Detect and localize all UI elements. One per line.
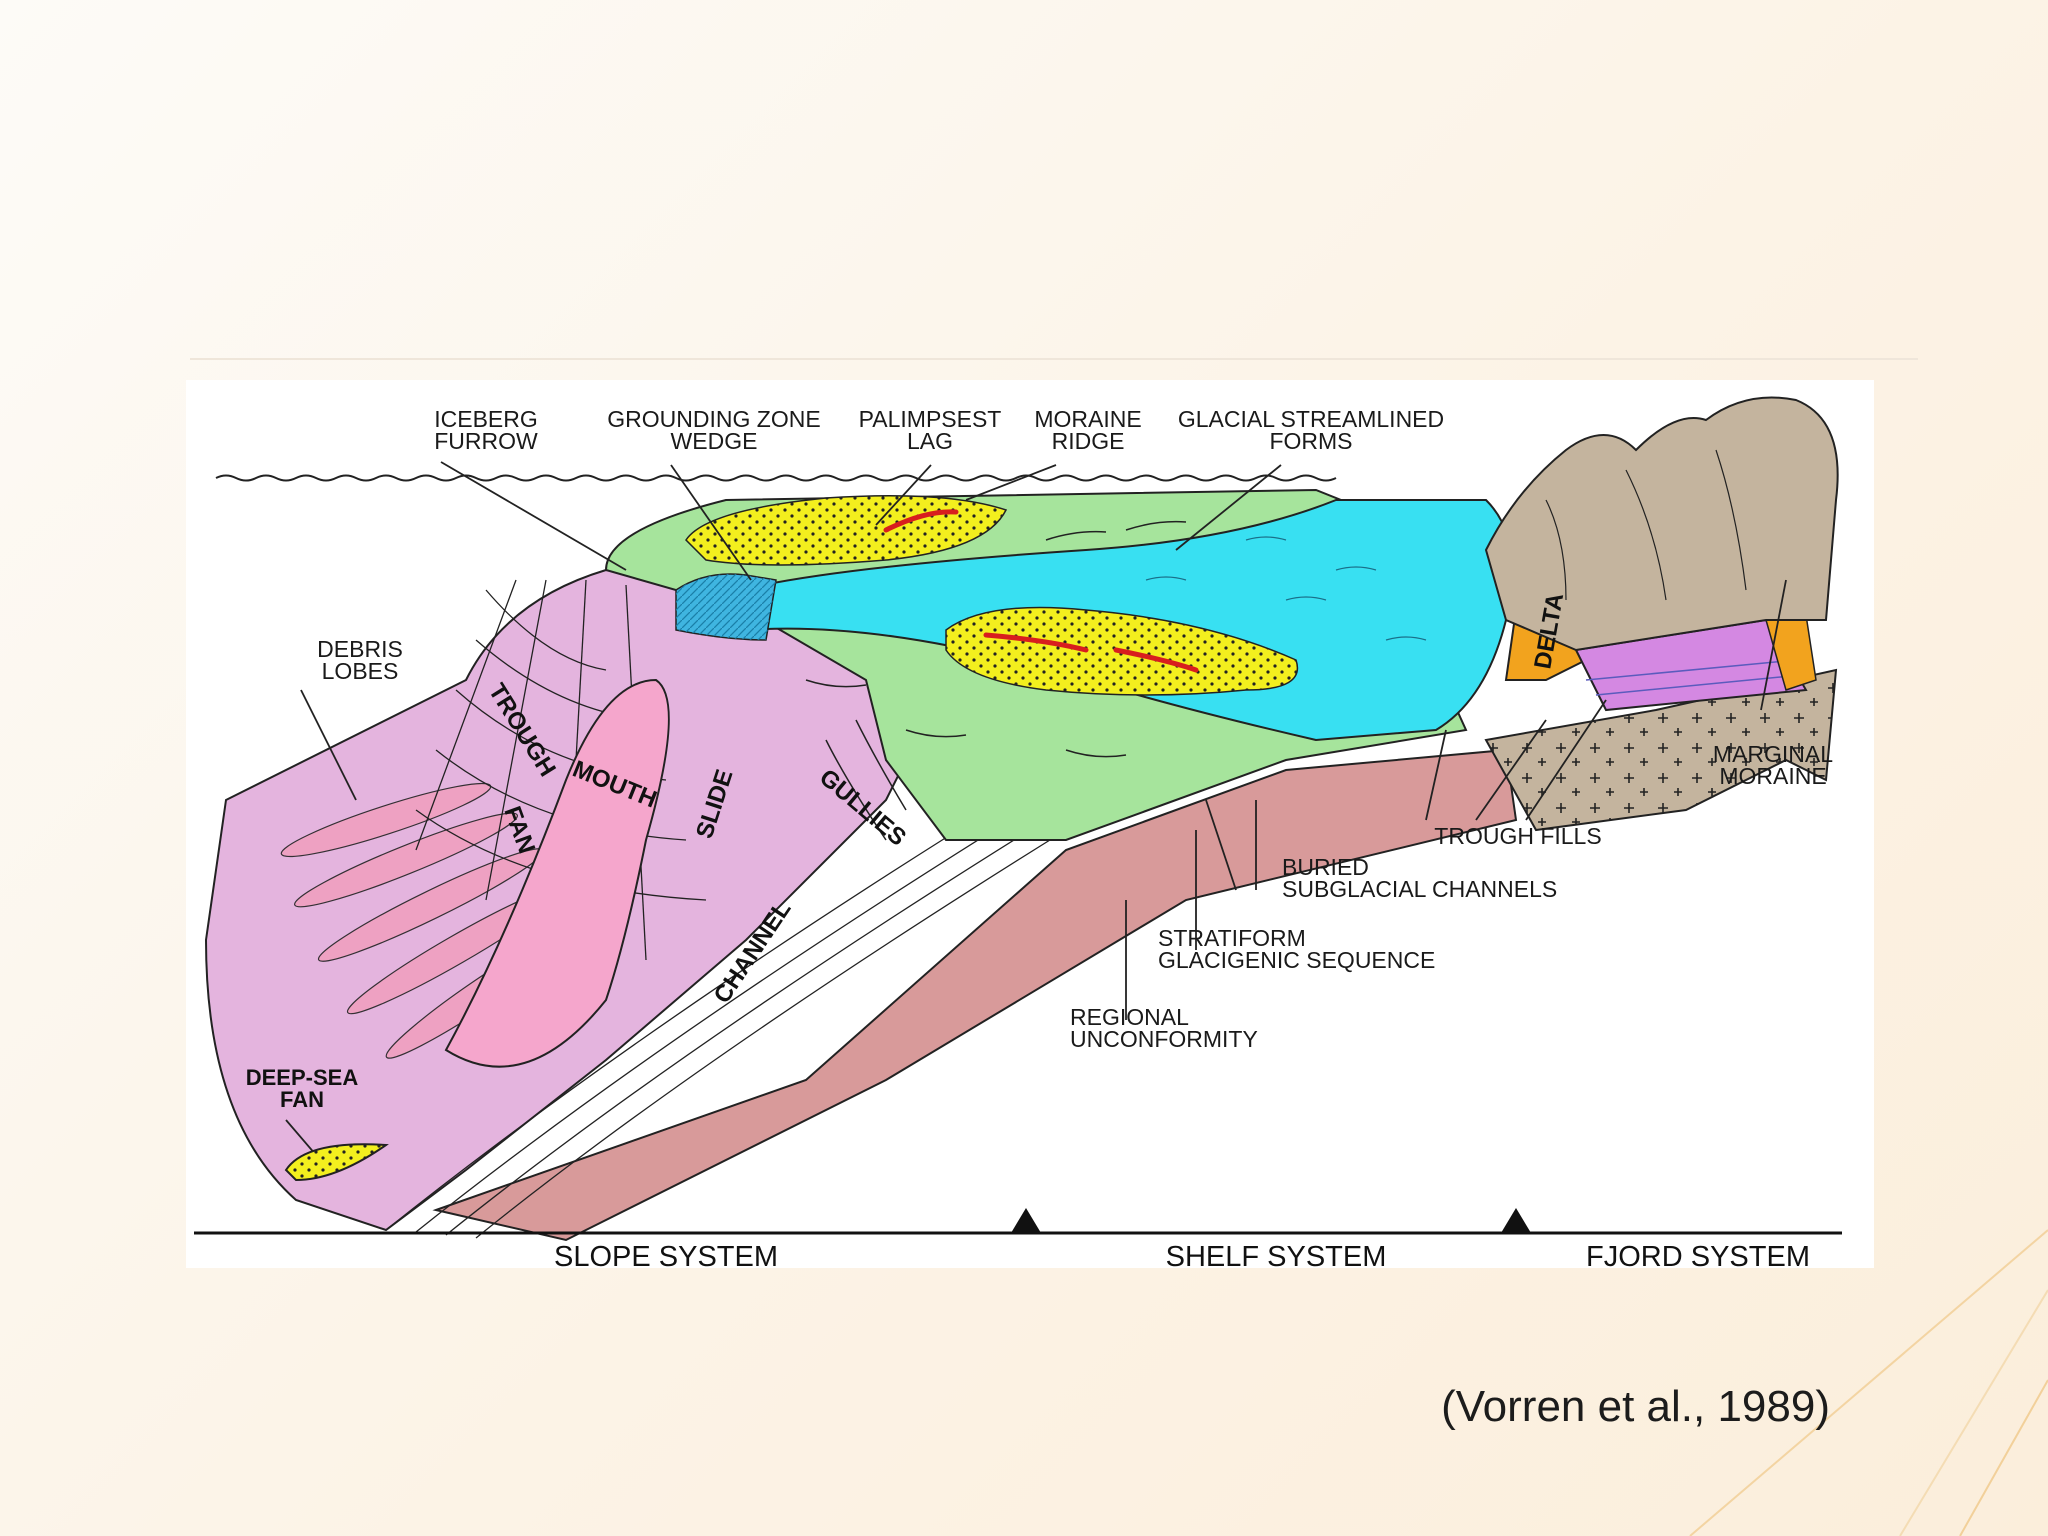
glacial-streamlined-forms bbox=[805, 520, 1187, 758]
slide-feature bbox=[444, 678, 670, 1068]
grounding-zone-hatch bbox=[676, 574, 776, 640]
label-slope-system: SLOPE SYSTEM bbox=[554, 1241, 778, 1268]
label-trough-fills: TROUGH FILLS bbox=[1434, 823, 1601, 849]
label-shelf-system: SHELF SYSTEM bbox=[1166, 1241, 1387, 1268]
label-fjord-system: FJORD SYSTEM bbox=[1586, 1241, 1810, 1268]
system-divider-marker bbox=[1011, 1208, 1041, 1233]
moraine-ridges bbox=[883, 509, 1199, 673]
sea-surface-line bbox=[215, 474, 1337, 482]
citation: (Vorren et al., 1989) bbox=[1441, 1382, 1830, 1431]
title-divider bbox=[190, 358, 1918, 360]
deep-sea-fan-dots bbox=[286, 1144, 386, 1180]
system-divider-marker bbox=[1501, 1208, 1531, 1233]
fjord-crosses bbox=[1486, 670, 1836, 830]
fjord-mountains bbox=[1484, 396, 1839, 652]
label-leader-arrows bbox=[285, 461, 1787, 1156]
decorative-line bbox=[1899, 1289, 2048, 1536]
channel-strata bbox=[385, 799, 1067, 1239]
water-ripples bbox=[1145, 536, 1427, 641]
decorative-line bbox=[1689, 1229, 2048, 1536]
decorative-line bbox=[1959, 1379, 2048, 1536]
mountain-ridges bbox=[1545, 449, 1747, 601]
